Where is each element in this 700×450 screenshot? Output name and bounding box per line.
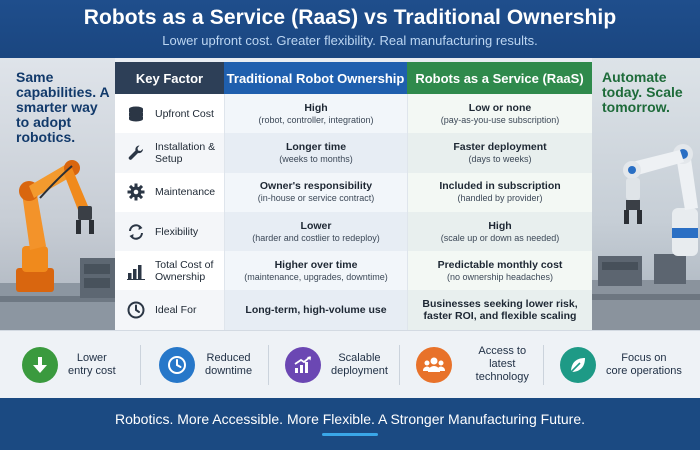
traditional-detail: (maintenance, upgrades, downtime) <box>244 271 388 282</box>
table-row: Ideal For Long-term, high-volume use Bus… <box>115 290 592 330</box>
row-label-maintenance: Maintenance <box>155 186 216 199</box>
traditional-value: Longer time <box>285 140 347 153</box>
benefit-line1: Scalable <box>338 351 381 364</box>
traditional-value: High <box>304 101 328 114</box>
bar-chart-icon <box>125 260 147 282</box>
benefit-line2: deployment <box>331 364 388 377</box>
benefit-line1: Lower <box>76 351 107 364</box>
row-label-flexibility: Flexibility <box>155 225 199 238</box>
raas-detail: (no ownership headaches) <box>446 271 554 282</box>
row-label-installation: Installation & Setup <box>155 140 216 165</box>
coins-icon <box>125 103 147 125</box>
table-row: Maintenance Owner's responsibility (in-h… <box>115 172 592 212</box>
row-label-upfront-cost: Upfront Cost <box>155 107 214 120</box>
divider <box>268 344 269 385</box>
raas-value: Low or none <box>468 101 532 114</box>
raas-detail: (days to weeks) <box>468 153 532 164</box>
orange-robot-arm-image <box>0 160 115 330</box>
growth-chart-icon <box>285 346 321 383</box>
benefit-line2: latest technology <box>475 358 529 383</box>
right-tagline: Automate today. Scale tomorrow. <box>602 69 683 115</box>
header-raas: Robots as a Service (RaaS) <box>407 62 592 94</box>
traditional-detail: (in-house or service contract) <box>257 193 375 204</box>
white-cobot-arm-image <box>592 144 700 330</box>
traditional-detail: (harder and costlier to redeploy) <box>252 232 380 243</box>
refresh-icon <box>125 221 147 243</box>
benefit-line2: downtime <box>205 364 253 377</box>
table-row: Upfront Cost High (robot, controller, in… <box>115 94 592 134</box>
left-tagline: Same capabilities. A smarter way to adop… <box>16 69 110 145</box>
raas-value: Businesses seeking lower risk, faster RO… <box>422 298 578 323</box>
traditional-value: Higher over time <box>274 258 358 271</box>
footer-accent-line <box>322 433 378 436</box>
benefit-item: Access to latest technology <box>400 331 543 399</box>
header-banner: Robots as a Service (RaaS) vs Traditiona… <box>0 0 700 58</box>
comparison-table: Key Factor Traditional Robot Ownership R… <box>115 62 592 330</box>
header-traditional: Traditional Robot Ownership <box>224 62 407 94</box>
left-robot-panel: Same capabilities. A smarter way to adop… <box>0 58 115 330</box>
benefit-item: Lower entry cost <box>0 331 140 399</box>
traditional-detail: (robot, controller, integration) <box>258 114 374 125</box>
traditional-value: Lower <box>300 219 332 232</box>
raas-detail: (scale up or down as needed) <box>440 232 560 243</box>
page-title: Robots as a Service (RaaS) vs Traditiona… <box>83 6 617 29</box>
clock-icon <box>159 346 195 383</box>
benefit-line1: Reduced <box>206 351 251 364</box>
people-icon <box>416 346 452 383</box>
traditional-value: Owner's responsibility <box>259 180 373 193</box>
benefit-item: Scalable deployment <box>269 331 399 399</box>
table-body: Upfront Cost High (robot, controller, in… <box>115 94 592 330</box>
clock-icon <box>125 299 147 321</box>
benefit-line2: entry cost <box>68 364 116 377</box>
table-row: Installation & Setup Longer time (weeks … <box>115 133 592 173</box>
benefit-line1: Access to <box>478 345 527 357</box>
down-arrow-icon <box>22 346 58 383</box>
benefits-strip: Lower entry cost Reduced downtime Scalab… <box>0 330 700 398</box>
table-header: Key Factor Traditional Robot Ownership R… <box>115 62 592 94</box>
raas-value: High <box>488 219 512 232</box>
row-label-ideal-for: Ideal For <box>155 304 197 317</box>
header-key-factor: Key Factor <box>115 62 224 94</box>
benefit-item: Focus on core operations <box>544 331 694 399</box>
raas-detail: (handled by provider) <box>457 193 543 204</box>
raas-value: Predictable monthly cost <box>437 258 563 271</box>
benefit-line2: core operations <box>606 364 682 377</box>
traditional-detail: (weeks to months) <box>279 153 353 164</box>
raas-value: Included in subscription <box>439 180 561 193</box>
divider <box>399 344 400 385</box>
traditional-value: Long-term, high-volume use <box>245 304 387 317</box>
table-row: Flexibility Lower (harder and costlier t… <box>115 211 592 252</box>
divider <box>140 344 141 385</box>
raas-detail: (pay-as-you-use subscription) <box>440 114 560 125</box>
raas-value: Faster deployment <box>453 140 547 153</box>
table-row: Total Cost of Ownership Higher over time… <box>115 251 592 291</box>
divider <box>543 344 544 385</box>
wrench-icon <box>125 142 147 164</box>
gear-icon <box>125 181 147 203</box>
benefit-line1: Focus on <box>621 351 667 364</box>
page-subtitle: Lower upfront cost. Greater flexibility.… <box>162 33 538 48</box>
right-robot-panel: Automate today. Scale tomorrow. <box>592 58 700 330</box>
footer-tagline: Robotics. More Accessible. More Flexible… <box>115 411 585 427</box>
leaf-icon <box>560 346 596 383</box>
benefit-item: Reduced downtime <box>141 331 268 399</box>
row-label-tco: Total Cost of Ownership <box>155 258 214 283</box>
footer-banner: Robotics. More Accessible. More Flexible… <box>0 398 700 450</box>
